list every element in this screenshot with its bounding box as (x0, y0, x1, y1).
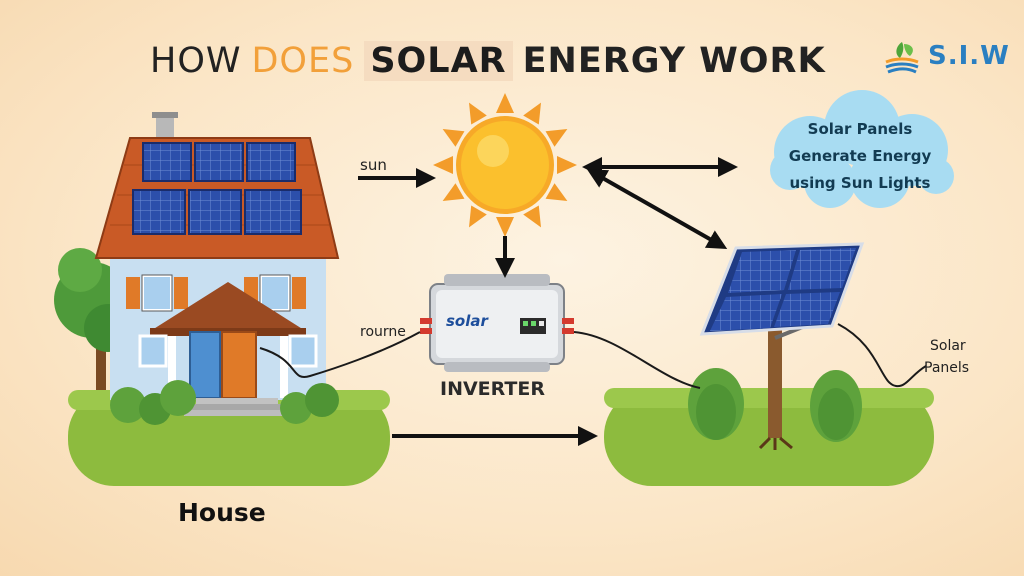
ground-solar-panel (699, 242, 865, 450)
house (94, 112, 340, 416)
bush-icon (688, 368, 862, 442)
panel-wire (573, 331, 701, 389)
siw-logo: S.I.W (882, 36, 1010, 76)
panel-side-wire (837, 323, 927, 388)
cloud-line-2: Generate Energy (788, 147, 932, 165)
title-solar: SOLAR (364, 41, 513, 81)
sun-icon (433, 93, 577, 237)
leaf-logo-icon (885, 42, 919, 74)
logo-text: S.I.W (928, 41, 1010, 71)
rourne-label: rourne (360, 324, 406, 340)
inverter-label: INVERTER (440, 378, 546, 400)
inverter-icon (420, 274, 574, 372)
sun-label: sun (360, 156, 387, 174)
cloud-icon (770, 90, 954, 208)
house-label: House (178, 498, 266, 527)
page-title: HOW DOES SOLAR ENERGY WORK (150, 36, 826, 86)
cloud-caption: Solar Panels Generate Energy using Sun L… (770, 116, 950, 197)
title-energy-work: ENERGY WORK (522, 41, 826, 81)
inverter-brand-label: solar (446, 312, 488, 330)
house-wire (259, 331, 421, 378)
cloud-line-3: using Sun Lights (789, 174, 931, 192)
title-how: HOW (150, 41, 242, 81)
solar-panels-label-line1: Solar (930, 338, 966, 354)
cloud-line-1: Solar Panels (807, 120, 913, 138)
title-does: DOES (251, 41, 355, 81)
roof-solar-panels (132, 142, 302, 235)
arrow-sun-panel (586, 169, 728, 249)
bush-icon (110, 380, 339, 425)
solar-panels-label-line2: Panels (924, 360, 970, 376)
